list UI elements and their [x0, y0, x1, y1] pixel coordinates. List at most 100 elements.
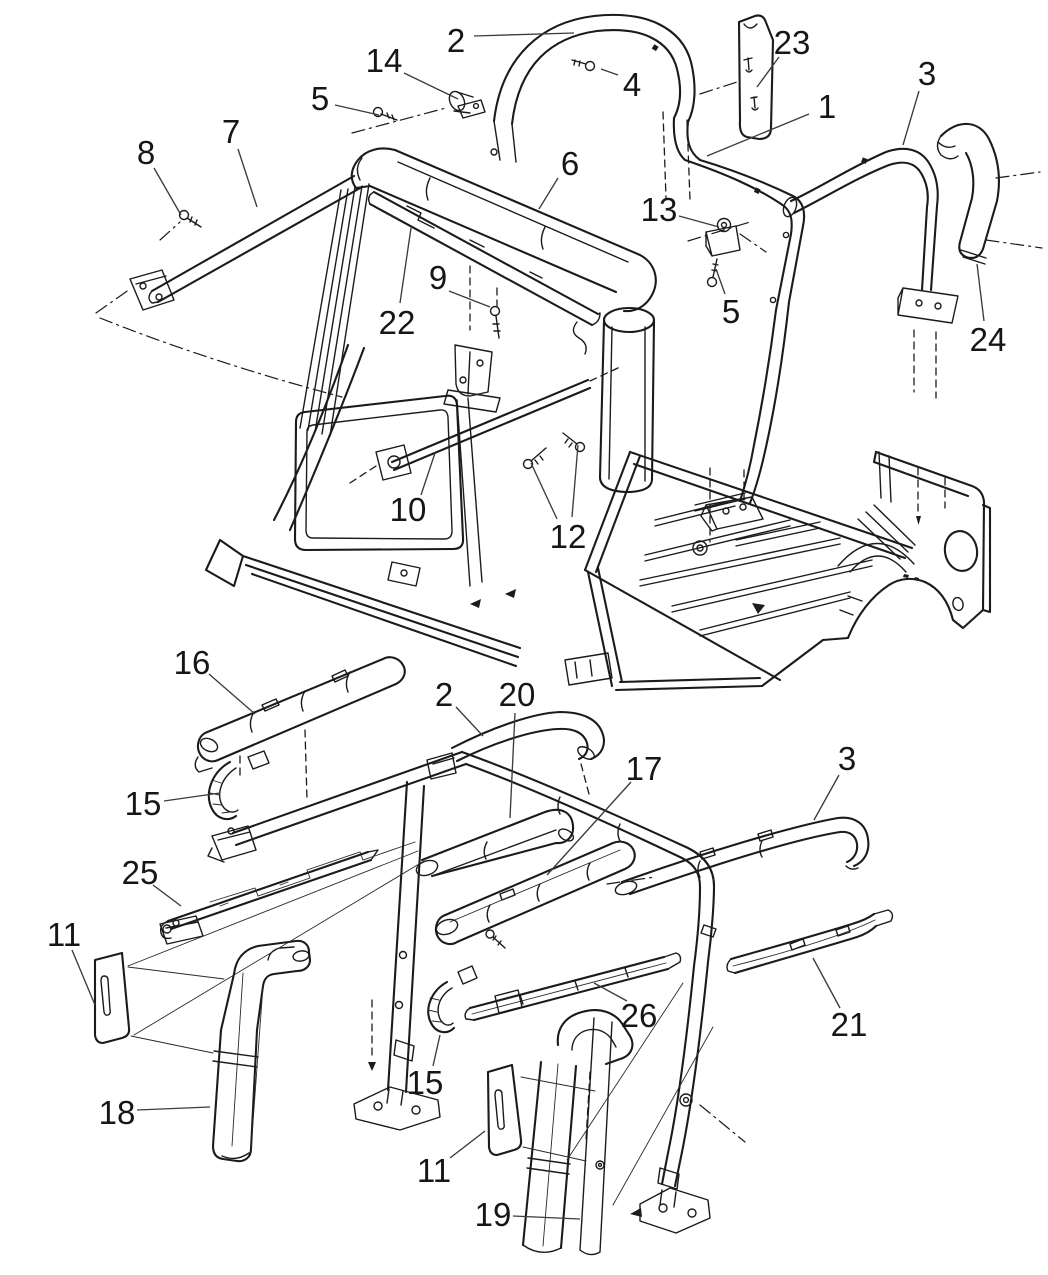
callout-leader-line	[706, 113, 810, 157]
callout-leader-line	[163, 792, 221, 802]
part-number-label: 16	[174, 644, 211, 681]
part-number-label: 26	[621, 997, 658, 1034]
callout-9-11: 9	[429, 259, 491, 308]
part-number-label: 25	[122, 854, 159, 891]
part-number-label: 2	[435, 676, 453, 713]
grab-handle-24	[936, 122, 1043, 265]
part-number-label: 22	[379, 304, 416, 341]
callout-5-13: 5	[715, 268, 740, 330]
part-number-label: 12	[550, 518, 587, 555]
small-bolt-bottom	[485, 929, 506, 949]
callout-leader-line	[546, 781, 632, 876]
callout-14-1: 14	[366, 42, 459, 100]
callout-leader-line	[153, 167, 182, 216]
callout-leader-line	[237, 148, 258, 208]
bolt-4	[571, 59, 596, 72]
callout-15-26: 15	[407, 1034, 444, 1101]
header-bar-6	[350, 147, 657, 355]
part-number-label: 8	[137, 134, 155, 171]
part-number-label: 3	[918, 55, 936, 92]
callout-5-2: 5	[311, 80, 380, 117]
callout-4-3: 4	[600, 66, 641, 103]
callout-1-5: 1	[706, 88, 836, 157]
bottom-assembly-drawing	[93, 656, 894, 1256]
callout-3-21: 3	[813, 740, 856, 821]
part-number-label: 9	[429, 259, 447, 296]
callout-leader-line	[509, 712, 516, 819]
callout-11-24: 11	[47, 916, 96, 1006]
callout-leader-line	[976, 263, 985, 322]
channel-bar-22	[367, 190, 601, 327]
part-number-label: 1	[818, 88, 836, 125]
callout-leader-line	[571, 444, 579, 518]
callout-leader-line	[403, 72, 459, 100]
callout-3-6: 3	[902, 55, 936, 146]
strip-11-right	[486, 1063, 596, 1162]
part-number-label: 3	[838, 740, 856, 777]
callout-leader-line	[136, 1106, 211, 1111]
callout-19-28: 19	[475, 1196, 581, 1233]
channel-26	[464, 952, 682, 1022]
part-number-label: 4	[623, 66, 641, 103]
side-bar-3-bottom	[614, 816, 870, 896]
callout-leader-line	[812, 957, 841, 1009]
clamp-14	[351, 90, 486, 134]
part-number-label: 2	[447, 22, 465, 59]
callout-22-12: 22	[379, 227, 416, 341]
side-bar-3-top	[782, 147, 959, 399]
callout-leader-line	[530, 462, 558, 520]
alignment-lines	[127, 850, 746, 1206]
callout-leader-line	[593, 982, 628, 1002]
callout-leader-line	[512, 1215, 581, 1220]
part-number-label: 17	[626, 750, 663, 787]
padded-bar-16	[194, 656, 406, 801]
part-number-label: 5	[722, 293, 740, 330]
part-number-label: 11	[417, 1152, 451, 1189]
callout-leader-line	[902, 90, 920, 146]
part-number-label: 10	[390, 491, 427, 528]
callout-leader-line	[473, 32, 575, 37]
part-number-label: 11	[47, 916, 81, 953]
part-number-label: 19	[475, 1196, 512, 1233]
callout-leader-line	[756, 56, 780, 88]
callout-6-9: 6	[538, 145, 579, 210]
padded-bar-17	[434, 840, 656, 946]
callout-leader-line	[208, 673, 256, 715]
channel-21	[726, 909, 894, 975]
callout-7-8: 7	[222, 113, 258, 208]
rod-10	[349, 366, 621, 484]
callout-leader-line	[334, 104, 380, 116]
part-number-label: 14	[366, 42, 403, 79]
callout-23-4: 23	[756, 24, 810, 88]
top-assembly-drawing	[95, 13, 1043, 692]
hoop-frame	[207, 710, 717, 1234]
leg-pad-19	[521, 1009, 634, 1256]
bolt-5-right	[706, 258, 719, 288]
callout-leader-line	[448, 290, 491, 308]
callout-leader-line	[399, 227, 412, 304]
part-number-label: 15	[125, 785, 162, 822]
callout-24-14: 24	[970, 263, 1007, 358]
b-pillar-leg	[598, 306, 656, 494]
padded-bar-20	[415, 808, 575, 878]
callout-21-30: 21	[812, 957, 867, 1043]
part-number-label: 24	[970, 321, 1007, 358]
part-number-label: 15	[407, 1064, 444, 1101]
callout-leader-line	[449, 1130, 486, 1159]
bolt-5-top	[372, 106, 398, 121]
windshield-bracket-23	[662, 14, 775, 201]
bolts-12	[522, 432, 586, 470]
front-tube-7	[95, 174, 364, 398]
callout-13-10: 13	[641, 191, 720, 228]
part-number-label: 13	[641, 191, 678, 228]
callout-leader-line	[152, 884, 182, 907]
strap-15-bottom	[427, 965, 478, 1034]
thin-bar-25	[159, 841, 416, 940]
callout-leader-line	[715, 268, 726, 295]
callout-25-23: 25	[122, 854, 182, 907]
callout-leader-line	[71, 949, 96, 1006]
body-tub	[470, 450, 992, 692]
callout-leader-line	[538, 177, 559, 210]
